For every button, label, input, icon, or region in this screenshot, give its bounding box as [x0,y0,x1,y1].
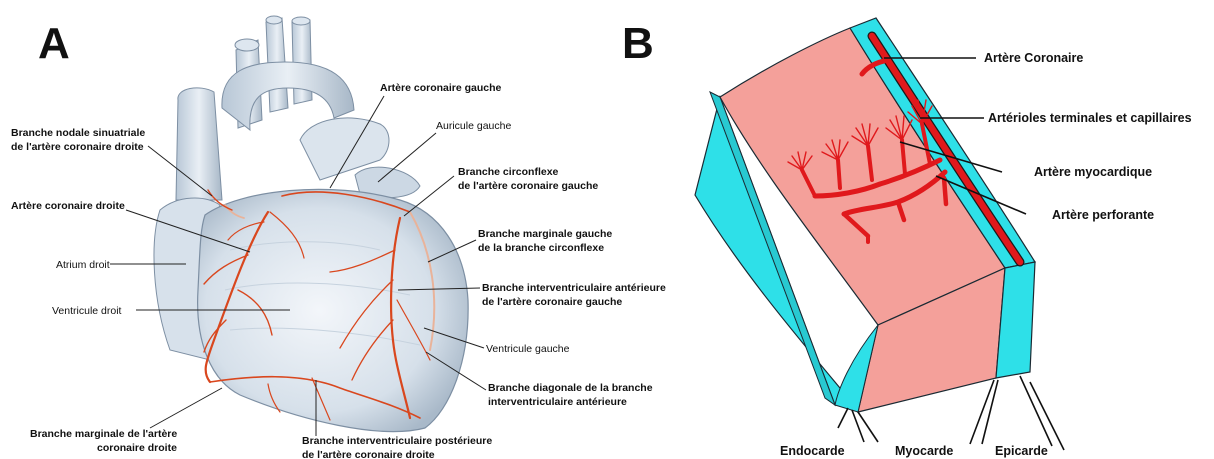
label-nodale-2: de l'artère coronaire droite [11,141,144,153]
label-marginale-gauche-2: de la branche circonflexe [478,242,604,254]
label-interventriculaire-post-2: de l'artère coronaire droite [302,449,435,459]
panel-b-letter: B [622,19,654,68]
label-auricule-gauche: Auricule gauche [436,120,511,132]
label-artere-coronaire: Artère Coronaire [984,51,1083,65]
panel-b: B [622,18,1192,458]
label-arterioles: Artérioles terminales et capillaires [988,111,1192,125]
label-interventriculaire-ant-1: Branche interventriculaire antérieure [482,282,666,294]
label-marginale-gauche-1: Branche marginale gauche [478,228,612,240]
label-myocarde: Myocarde [895,444,953,458]
label-nodale-1: Branche nodale sinuatriale [11,127,145,139]
panel-a-letter: A [38,19,70,68]
label-ventricule-gauche: Ventricule gauche [486,343,570,355]
heart-illustration [154,16,468,432]
label-diagonale-1: Branche diagonale de la branche [488,382,653,394]
label-artere-perforante: Artère perforante [1052,208,1154,222]
label-diagonale-2: interventriculaire antérieure [488,396,627,408]
label-epicarde: Epicarde [995,444,1048,458]
label-atrium-droit: Atrium droit [56,259,110,271]
label-endocarde: Endocarde [780,444,845,458]
label-circonflexe-2: de l'artère coronaire gauche [458,180,598,192]
label-marginale-droite-1: Branche marginale de l'artère [30,428,177,440]
label-artere-coronaire-droite: Artère coronaire droite [11,200,125,212]
label-interventriculaire-ant-2: de l'artère coronaire gauche [482,296,622,308]
label-ventricule-droit: Ventricule droit [52,305,122,317]
label-interventriculaire-post-1: Branche interventriculaire postérieure [302,435,492,447]
panel-a: A [11,16,666,459]
label-artere-myocardique: Artère myocardique [1034,165,1152,179]
label-marginale-droite-2: coronaire droite [97,442,177,454]
label-circonflexe-1: Branche circonflexe [458,166,559,178]
label-artere-coronaire-gauche: Artère coronaire gauche [380,82,502,94]
